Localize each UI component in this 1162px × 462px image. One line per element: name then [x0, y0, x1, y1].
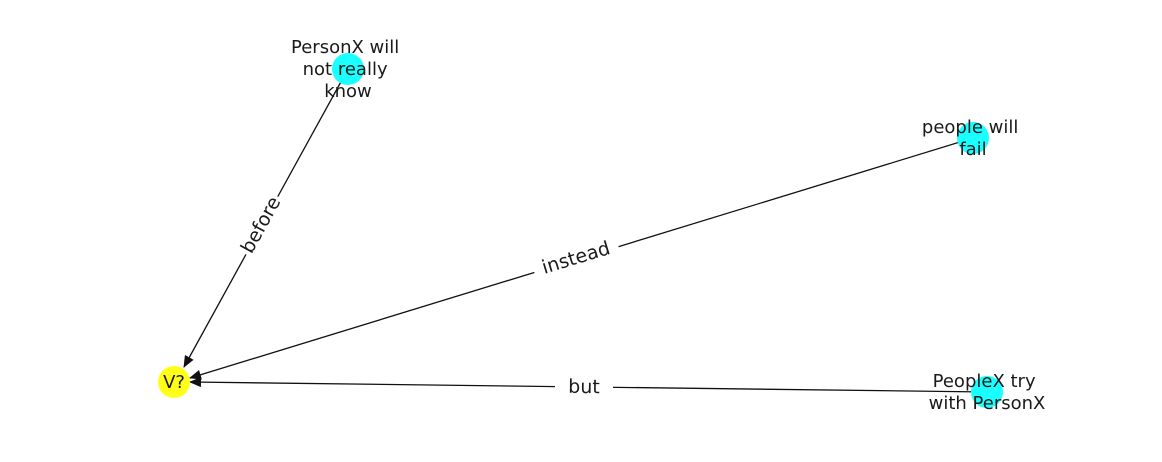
edge-but: but	[189, 372, 988, 402]
node-label-peoplex-try: PeopleX try with PersonX	[929, 371, 1046, 414]
node-peoplex-try-with-personx: PeopleX try with PersonX	[929, 371, 1046, 414]
edge-label-bg-but	[554, 372, 614, 402]
edge-label-bg-instead	[529, 231, 623, 285]
node-label-people-fail: people will fail	[922, 117, 1024, 160]
node-circle-people-fail	[957, 122, 989, 154]
edge-label-bg-before	[232, 189, 290, 261]
edge-label-but: but	[568, 376, 600, 398]
node-circle-peoplex-try	[971, 376, 1003, 408]
edge-instead: instead	[189, 137, 974, 380]
edge-label-before: before	[237, 193, 286, 257]
node-label-v: V?	[163, 372, 185, 393]
node-personx-will-not-really-know: PersonX will not really know	[291, 37, 405, 102]
edge-before: before	[183, 68, 349, 368]
node-v: V?	[158, 366, 190, 398]
node-label-personx-know: PersonX will not really know	[291, 37, 405, 102]
node-people-will-fail: people will fail	[922, 117, 1024, 160]
node-circle-personx-know	[332, 53, 364, 85]
node-circle-v	[158, 366, 190, 398]
